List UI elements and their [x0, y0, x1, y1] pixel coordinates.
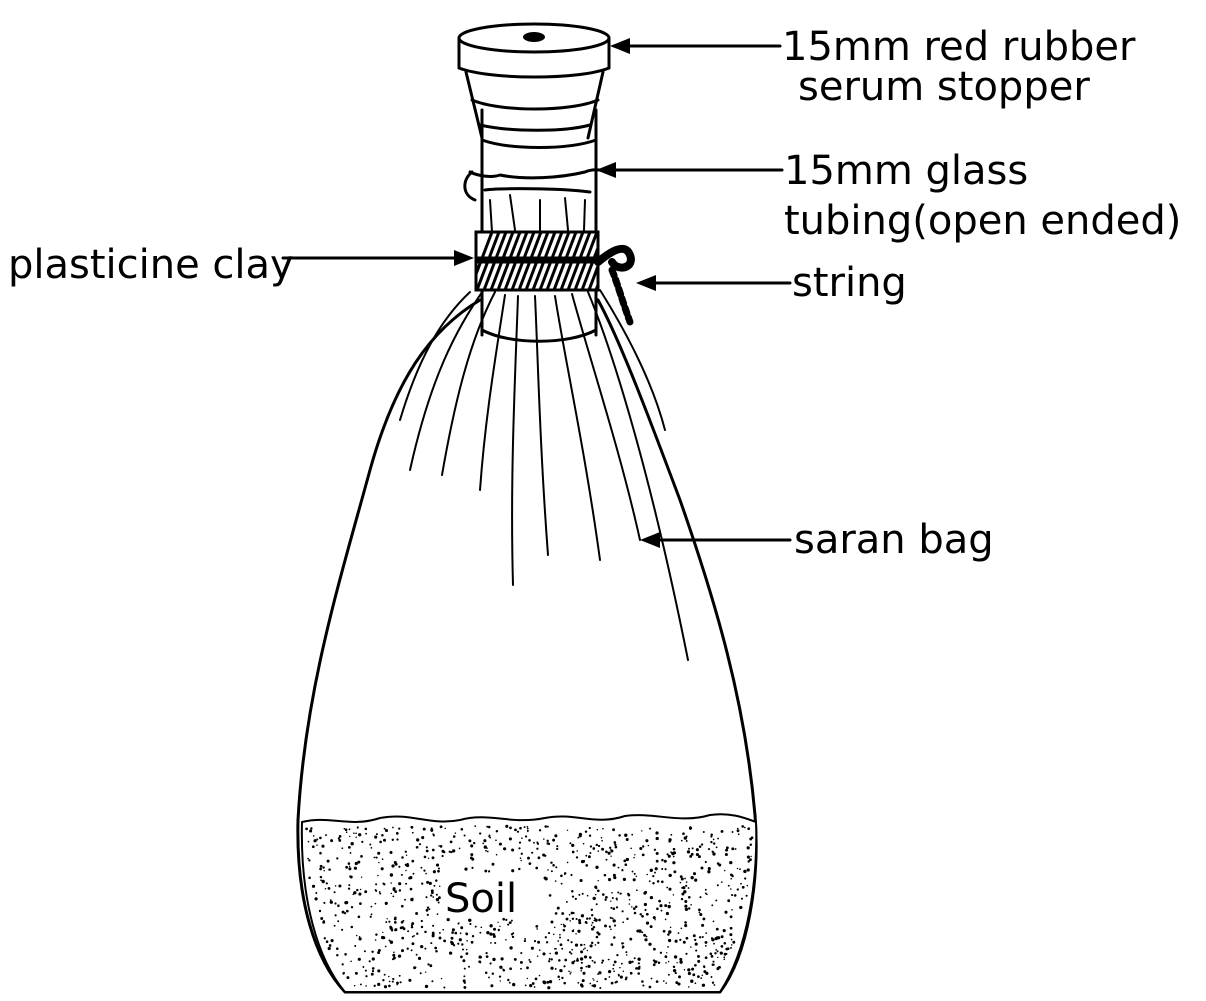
bag-arrowhead: [640, 532, 660, 548]
tubing-label-line2: tubing(open ended): [784, 198, 1181, 244]
leader-lines: [283, 38, 790, 548]
tubing-arrowhead: [596, 162, 616, 178]
tubing-label-line1: 15mm glass: [784, 148, 1028, 194]
plasticine-label: plasticine clay: [8, 242, 294, 288]
stopper-septum-hole: [523, 32, 545, 42]
bag-gathered-top: [465, 170, 610, 232]
string-arrowhead: [636, 275, 656, 291]
soil-fill: [302, 814, 756, 992]
string-label: string: [792, 260, 907, 306]
plasticine-arrowhead: [454, 250, 474, 266]
stopper-label-line2: serum stopper: [798, 64, 1090, 110]
saran-bag-label: saran bag: [794, 517, 994, 563]
soil-label: Soil: [445, 876, 517, 922]
stopper-arrowhead: [610, 38, 630, 54]
